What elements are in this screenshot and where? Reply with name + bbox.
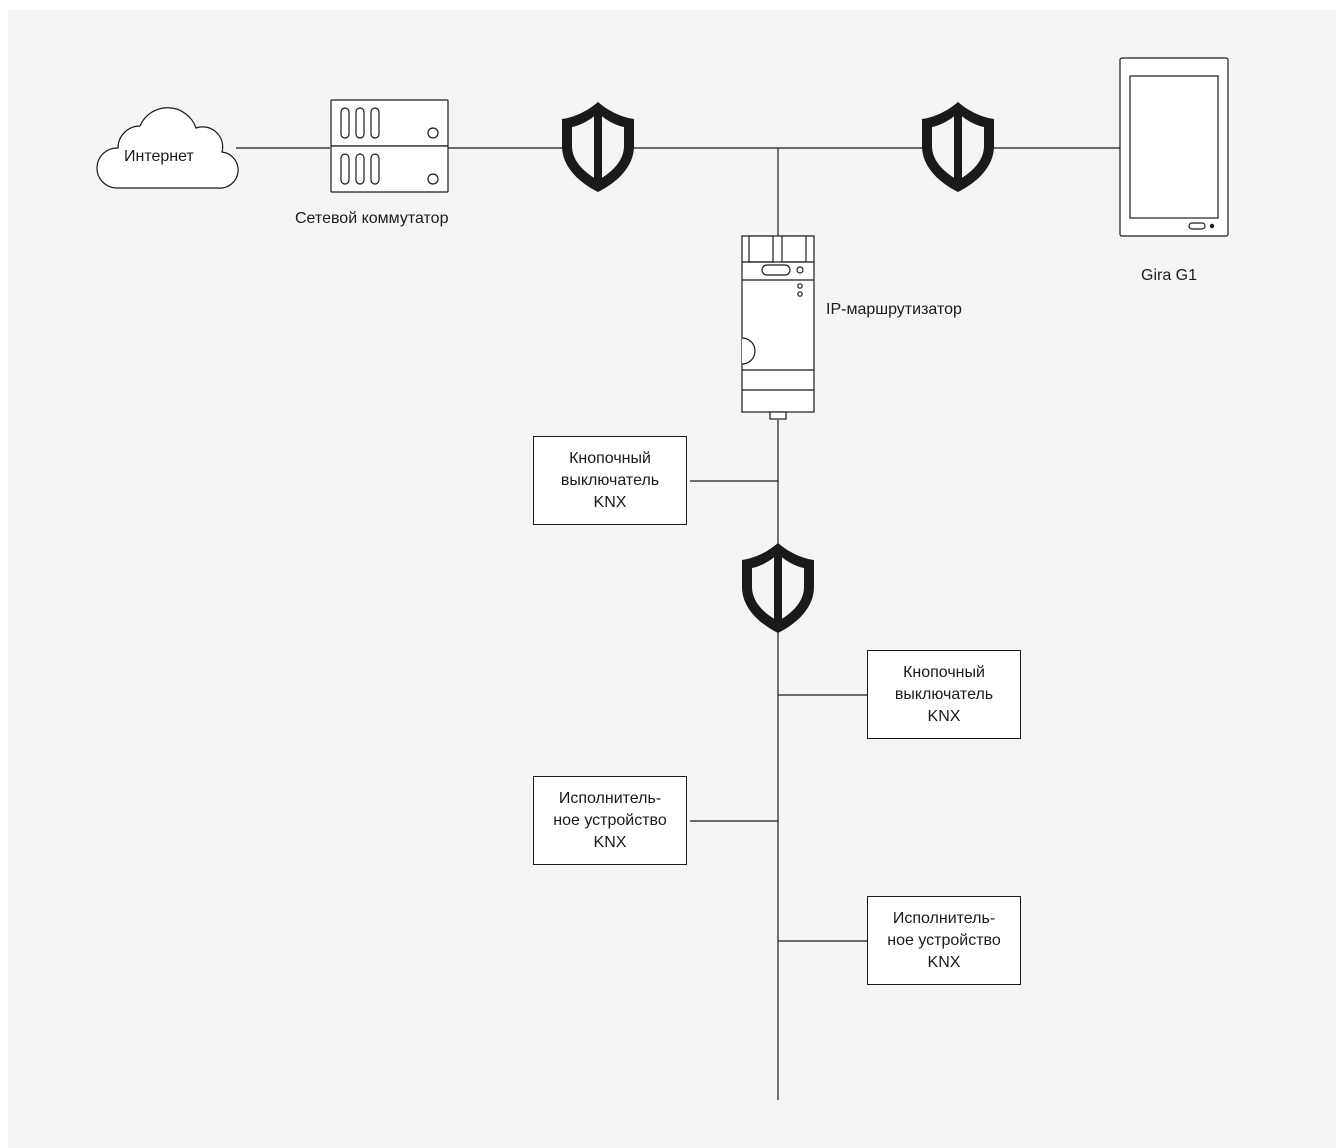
box-line: ное устройство <box>553 811 667 829</box>
box-line: KNX <box>593 493 627 511</box>
shield-icon <box>562 102 634 192</box>
tablet-icon <box>1119 57 1229 237</box>
box-line: Исполнитель- <box>892 909 996 927</box>
diagram-canvas: Интернет Сетевой коммутатор Gira G1 IP-м… <box>8 10 1336 1148</box>
cloud-icon <box>96 107 239 189</box>
shield-icon <box>922 102 994 192</box>
network-switch-icon <box>330 99 449 193</box>
shield-icon <box>742 543 814 633</box>
box-line: выключатель <box>560 471 660 489</box>
knx-pushbutton-box: Кнопочный выключатель KNX <box>533 436 687 525</box>
box-line: Исполнитель- <box>558 789 662 807</box>
knx-actuator-box: Исполнитель- ное устройство KNX <box>533 776 687 865</box>
box-line: Кнопочный <box>903 663 985 681</box>
box-line: ное устройство <box>887 931 1001 949</box>
box-line: Кнопочный <box>569 449 651 467</box>
box-line: KNX <box>927 953 961 971</box>
network-switch-label: Сетевой коммутатор <box>295 210 449 227</box>
internet-label: Интернет <box>124 148 194 165</box>
ip-router-label: IP-маршрутизатор <box>826 301 962 318</box>
din-rail-device-icon <box>741 235 815 420</box>
knx-actuator-box: Исполнитель- ное устройство KNX <box>867 896 1021 985</box>
knx-pushbutton-box: Кнопочный выключатель KNX <box>867 650 1021 739</box>
box-line: KNX <box>593 833 627 851</box>
gira-g1-label: Gira G1 <box>1141 267 1198 284</box>
box-line: выключатель <box>894 685 994 703</box>
box-line: KNX <box>927 707 961 725</box>
